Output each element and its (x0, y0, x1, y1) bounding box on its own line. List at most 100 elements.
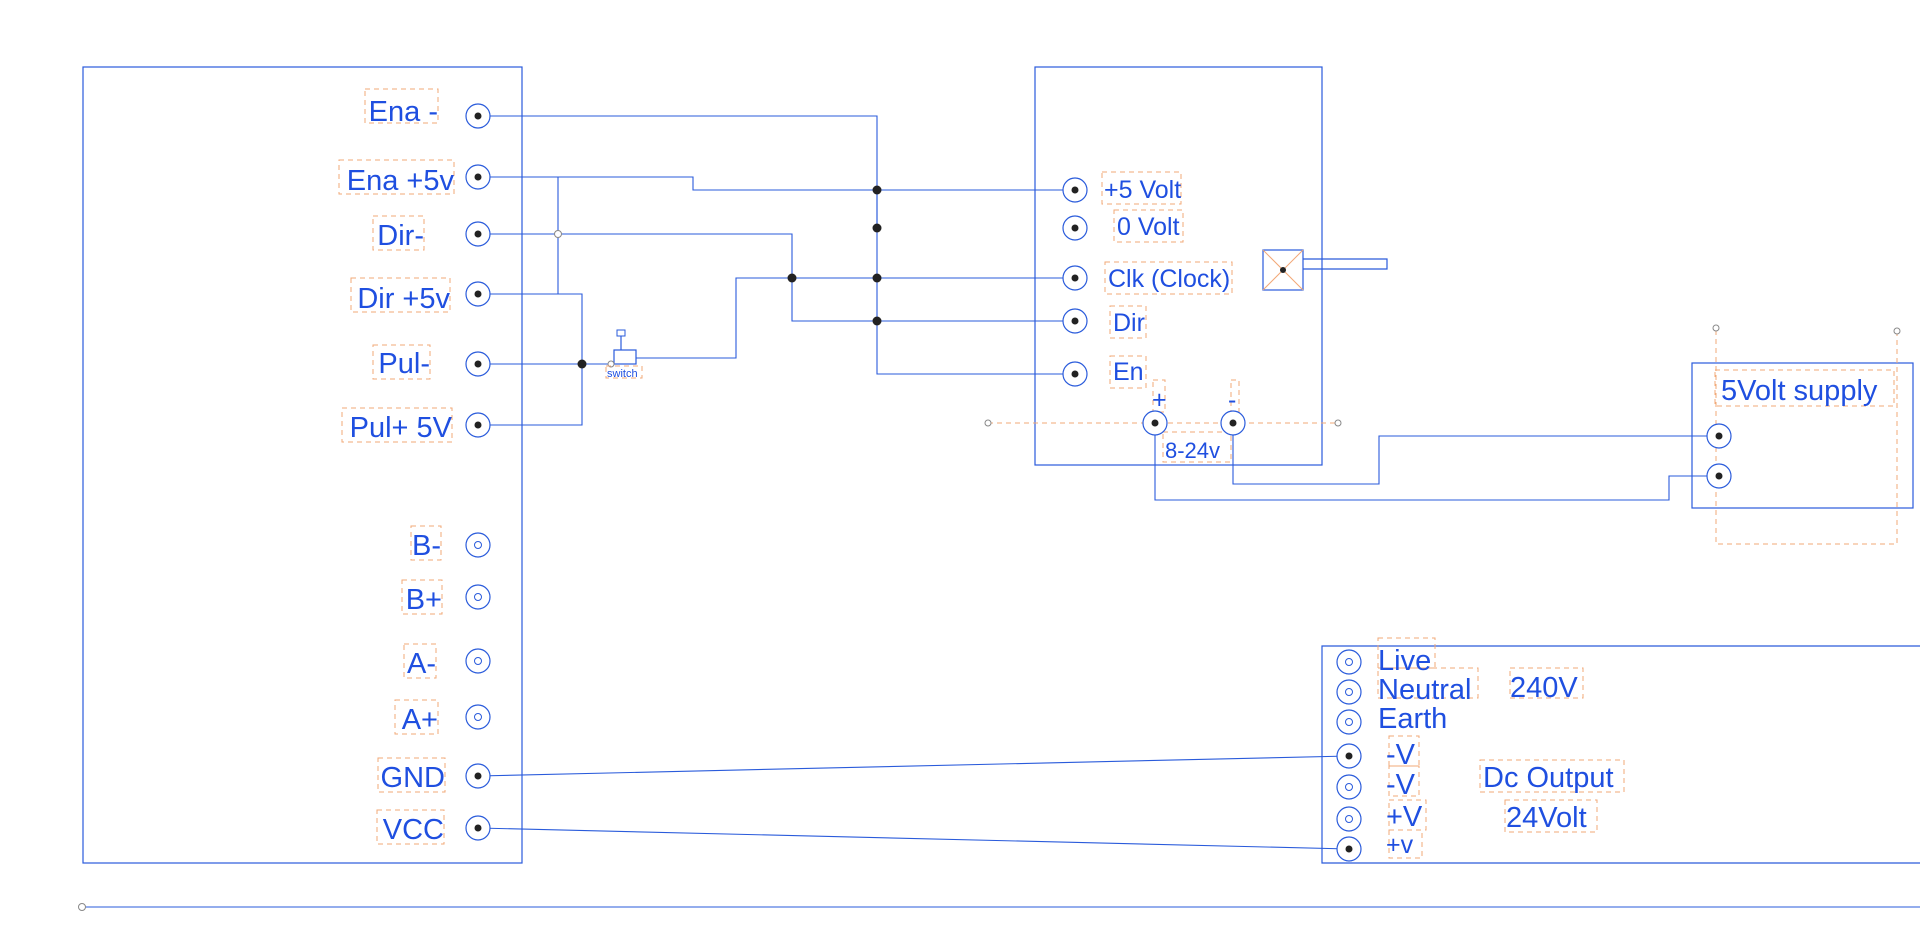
supply-terminal-1[interactable] (1706, 423, 1732, 449)
label-frame (372, 344, 431, 380)
terminal-a-plus[interactable] (465, 704, 491, 730)
terminal-vcc[interactable] (465, 815, 491, 841)
psu-terminal-v-minus-2[interactable] (1336, 774, 1362, 800)
junction (787, 273, 797, 283)
psu-terminal-neutral[interactable] (1336, 679, 1362, 705)
label-frame (341, 407, 453, 443)
label-frame (403, 643, 437, 679)
stepper-driver: Ena - Ena +5v Dir- Dir +5v Pul- Pul+ 5V … (82, 66, 523, 864)
psu-label-v-minus-1: -V (1386, 739, 1416, 771)
small-node (1334, 419, 1342, 427)
psu-dc-label: Dc Output (1483, 762, 1614, 794)
psu-terminal-earth[interactable] (1336, 709, 1362, 735)
label-frame (1377, 637, 1436, 669)
psu-terminal-v-plus-1[interactable] (1336, 806, 1362, 832)
label-frame (1377, 667, 1479, 699)
terminal-pul-minus[interactable] (465, 351, 491, 377)
controller: +5 Volt 0 Volt Clk (Clock) Dir En + - 8-… (984, 66, 1388, 466)
switch-label: switch (607, 368, 638, 380)
terminal-label-dir-minus: Dir- (377, 220, 424, 252)
terminal-label-dir-plus: Dir +5v (357, 283, 450, 315)
psu-label-v-plus-2: +v (1386, 831, 1414, 859)
terminal-gnd[interactable] (465, 763, 491, 789)
label-frame (376, 809, 445, 845)
label-frame (350, 277, 451, 313)
wire-ctrl-plus-supply (1154, 423, 1719, 501)
controller-power-minus-label: - (1228, 386, 1236, 414)
controller-terminal-dir[interactable] (1062, 308, 1088, 334)
terminal-dir-plus[interactable] (465, 281, 491, 307)
terminal-ena-plus[interactable] (465, 164, 491, 190)
label-frame (1104, 261, 1233, 295)
label-frame (377, 757, 446, 793)
controller-terminal-plus5[interactable] (1062, 177, 1088, 203)
small-node (78, 903, 86, 911)
terminal-label-b-plus: B+ (406, 584, 442, 616)
wire-vcc-vplus (477, 827, 1350, 850)
psu-label-earth: Earth (1378, 703, 1447, 735)
controller-label-zero: 0 Volt (1117, 213, 1180, 241)
junction (872, 273, 882, 283)
small-node (554, 230, 562, 238)
controller-terminal-en[interactable] (1062, 361, 1088, 387)
supply-5v: 5Volt supply (1691, 324, 1914, 545)
label-frame (1101, 171, 1182, 205)
controller-terminal-power-plus[interactable] (1142, 410, 1168, 436)
wires (82, 115, 1920, 908)
motor-connector-icon (1262, 249, 1388, 291)
small-node (1712, 324, 1720, 332)
terminal-label-pul-plus: Pul+ 5V (350, 412, 453, 444)
terminal-ena-minus[interactable] (465, 103, 491, 129)
label-frame (410, 525, 442, 561)
controller-power-range: 8-24v (1165, 438, 1220, 463)
terminal-b-plus[interactable] (465, 584, 491, 610)
wire-ena-plus-5v (478, 176, 1075, 191)
label-frame (1230, 379, 1240, 413)
terminal-pul-plus[interactable] (465, 412, 491, 438)
label-frame (364, 88, 439, 124)
switch-lever-knob (616, 329, 626, 337)
psu-label-live: Live (1378, 645, 1431, 677)
label-frame (1113, 209, 1184, 243)
terminal-a-minus[interactable] (465, 648, 491, 674)
label-frame (1388, 735, 1420, 767)
wire-ctrl-minus-supply (1232, 423, 1719, 485)
psu-terminal-live[interactable] (1336, 649, 1362, 675)
controller-terminal-clk[interactable] (1062, 265, 1088, 291)
label-frame (1509, 667, 1584, 699)
supply-terminal-2[interactable] (1706, 463, 1732, 489)
junction (577, 359, 587, 369)
controller-label-en: En (1113, 358, 1144, 386)
label-frame (1162, 431, 1232, 463)
terminal-label-a-minus: A- (407, 648, 436, 680)
psu-dc-voltage: 24Volt (1506, 802, 1587, 834)
toggle-switch[interactable]: switch (605, 329, 643, 380)
terminal-dir-minus[interactable] (465, 221, 491, 247)
driver-box (82, 66, 523, 864)
controller-terminal-zero[interactable] (1062, 215, 1088, 241)
supply-outline-dashed (1715, 330, 1898, 545)
label-frame (1388, 829, 1423, 859)
label-frame (401, 579, 443, 615)
wire-5v-bus-pul (478, 293, 583, 426)
supply-box (1691, 362, 1914, 509)
switch-body (613, 349, 637, 365)
label-frame (338, 159, 455, 195)
psu-terminal-v-minus-1[interactable] (1336, 743, 1362, 769)
label-frame (1388, 765, 1420, 797)
controller-box (1034, 66, 1323, 466)
psu: Live Neutral Earth -V -V +V +v 240V Dc O… (1321, 637, 1920, 864)
wire-gnd-vminus (477, 755, 1350, 777)
terminal-b-minus[interactable] (465, 532, 491, 558)
wire-ena-minus-en (478, 115, 1075, 375)
terminal-label-vcc: VCC (383, 814, 444, 846)
label-frame (1109, 305, 1147, 339)
terminal-label-ena-minus: Ena - (369, 96, 438, 128)
psu-ac-label: 240V (1510, 672, 1578, 704)
junction (872, 223, 882, 233)
terminal-label-a-plus: A+ (402, 704, 438, 736)
wire-switch-clk (636, 277, 1075, 359)
controller-terminal-power-minus[interactable] (1220, 410, 1246, 436)
psu-terminal-v-plus-2[interactable] (1336, 836, 1362, 862)
